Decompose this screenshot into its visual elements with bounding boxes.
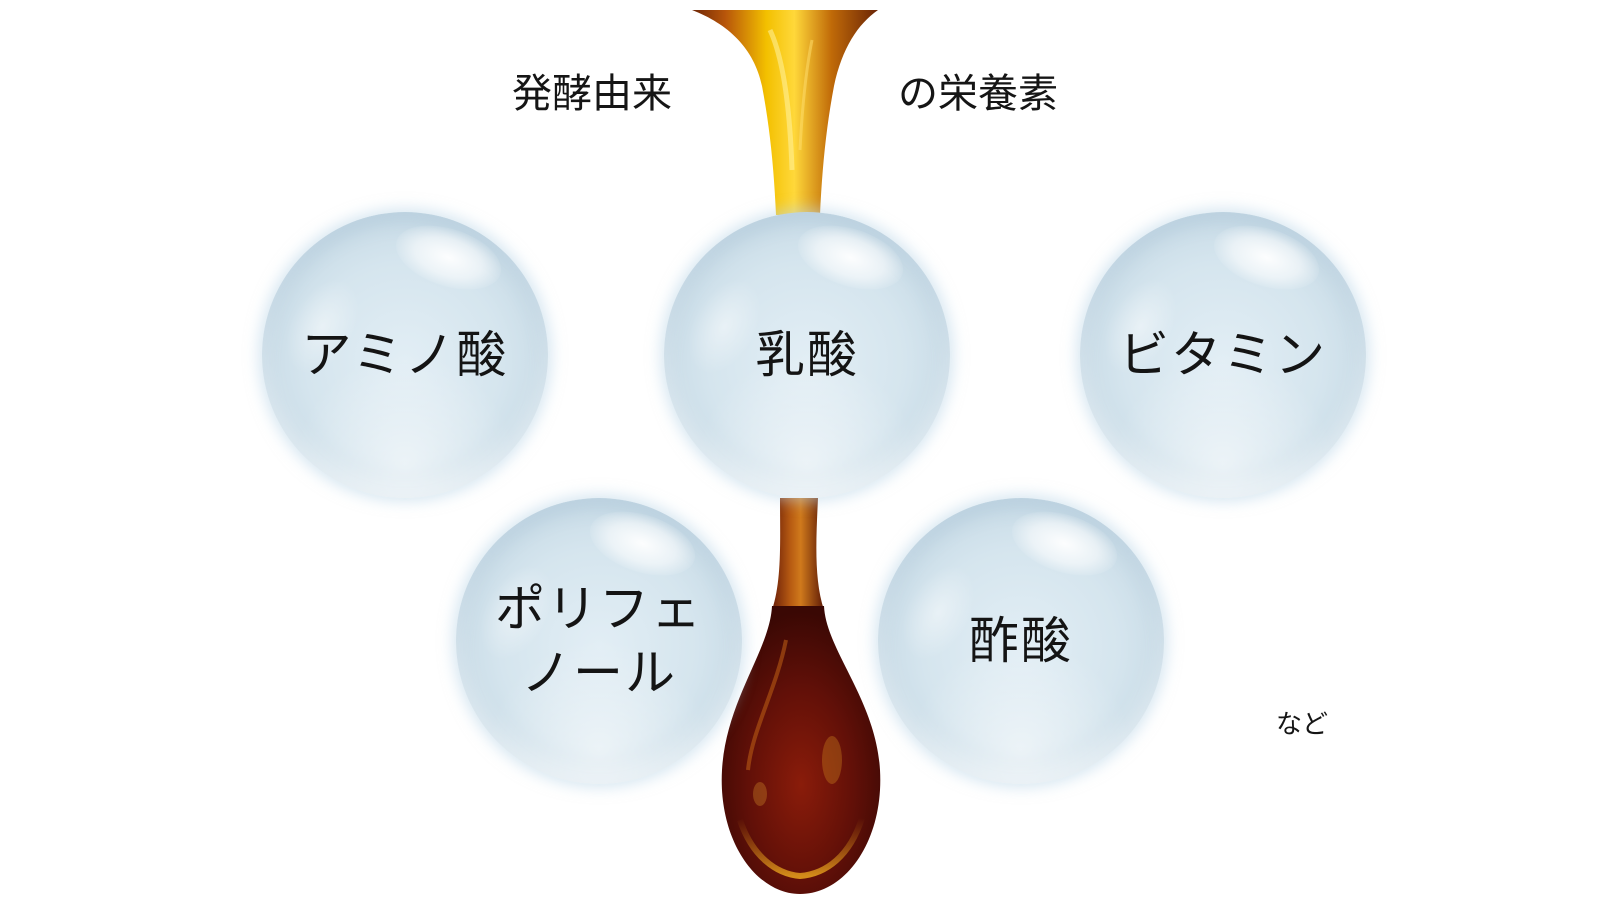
bubble-amino-acid: アミノ酸: [262, 212, 548, 498]
bubble-acetic-acid: 酢酸: [878, 498, 1164, 784]
bubble-lactic-acid: 乳酸: [664, 212, 950, 498]
bubble-label-acetic-acid: 酢酸: [969, 612, 1073, 670]
bubble-label-lactic-acid: 乳酸: [755, 326, 859, 384]
bubble-label-polyphenol: ポリフェ ノール: [495, 580, 703, 702]
heading-left: 発酵由来: [512, 71, 672, 117]
bubble-polyphenol: ポリフェ ノール: [456, 498, 742, 784]
bubble-label-vitamin: ビタミン: [1119, 326, 1327, 384]
bubble-vitamin: ビタミン: [1080, 212, 1366, 498]
etc-label: など: [1276, 710, 1329, 740]
bubble-label-amino-acid: アミノ酸: [301, 326, 509, 384]
heading-right: の栄養素: [898, 71, 1058, 117]
